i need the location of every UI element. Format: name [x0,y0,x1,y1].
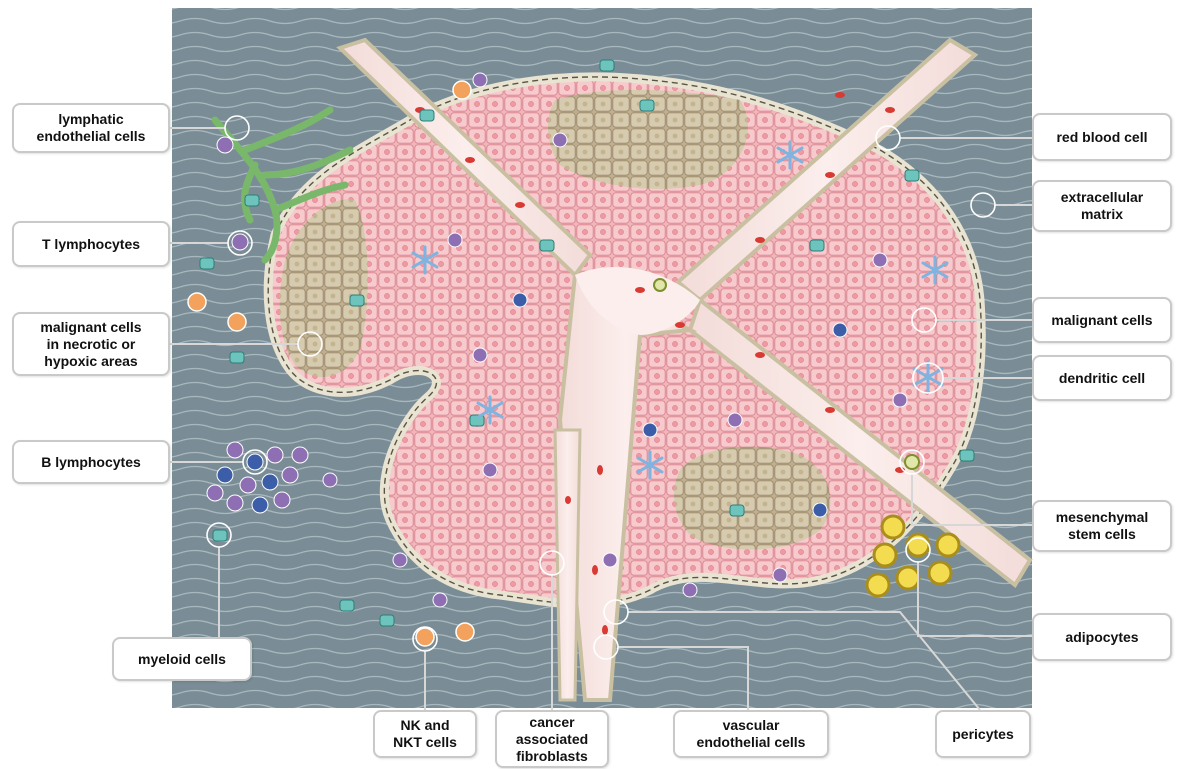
label-t-lymphocytes: T lymphocytes [12,221,170,267]
label-pericytes: pericytes [935,710,1031,758]
label-malignant-cells: malignant cells [1032,297,1172,343]
label-adipocytes: adipocytes [1032,613,1172,661]
label-nk-nkt-cells: NK and NKT cells [373,710,477,758]
label-mesenchymal-stem-cells: mesenchymal stem cells [1032,500,1172,552]
label-malignant-cells-necrotic-hypoxic: malignant cells in necrotic or hypoxic a… [12,312,170,376]
leader-pericytes [628,612,980,710]
label-red-blood-cell: red blood cell [1032,113,1172,161]
label-lymphatic-endothelial-cells: lymphatic endothelial cells [12,103,170,153]
label-myeloid-cells: myeloid cells [112,637,252,681]
label-b-lymphocytes: B lymphocytes [12,440,170,484]
leader-adipocytes [918,562,1032,636]
leader-vascular [618,647,748,710]
label-cancer-associated-fibroblasts: cancer associated fibroblasts [495,710,609,768]
label-dendritic-cell: dendritic cell [1032,355,1172,401]
label-extracellular-matrix: extracellular matrix [1032,180,1172,232]
leader-mesenchymal [912,474,1032,525]
label-vascular-endothelial-cells: vascular endothelial cells [673,710,829,758]
